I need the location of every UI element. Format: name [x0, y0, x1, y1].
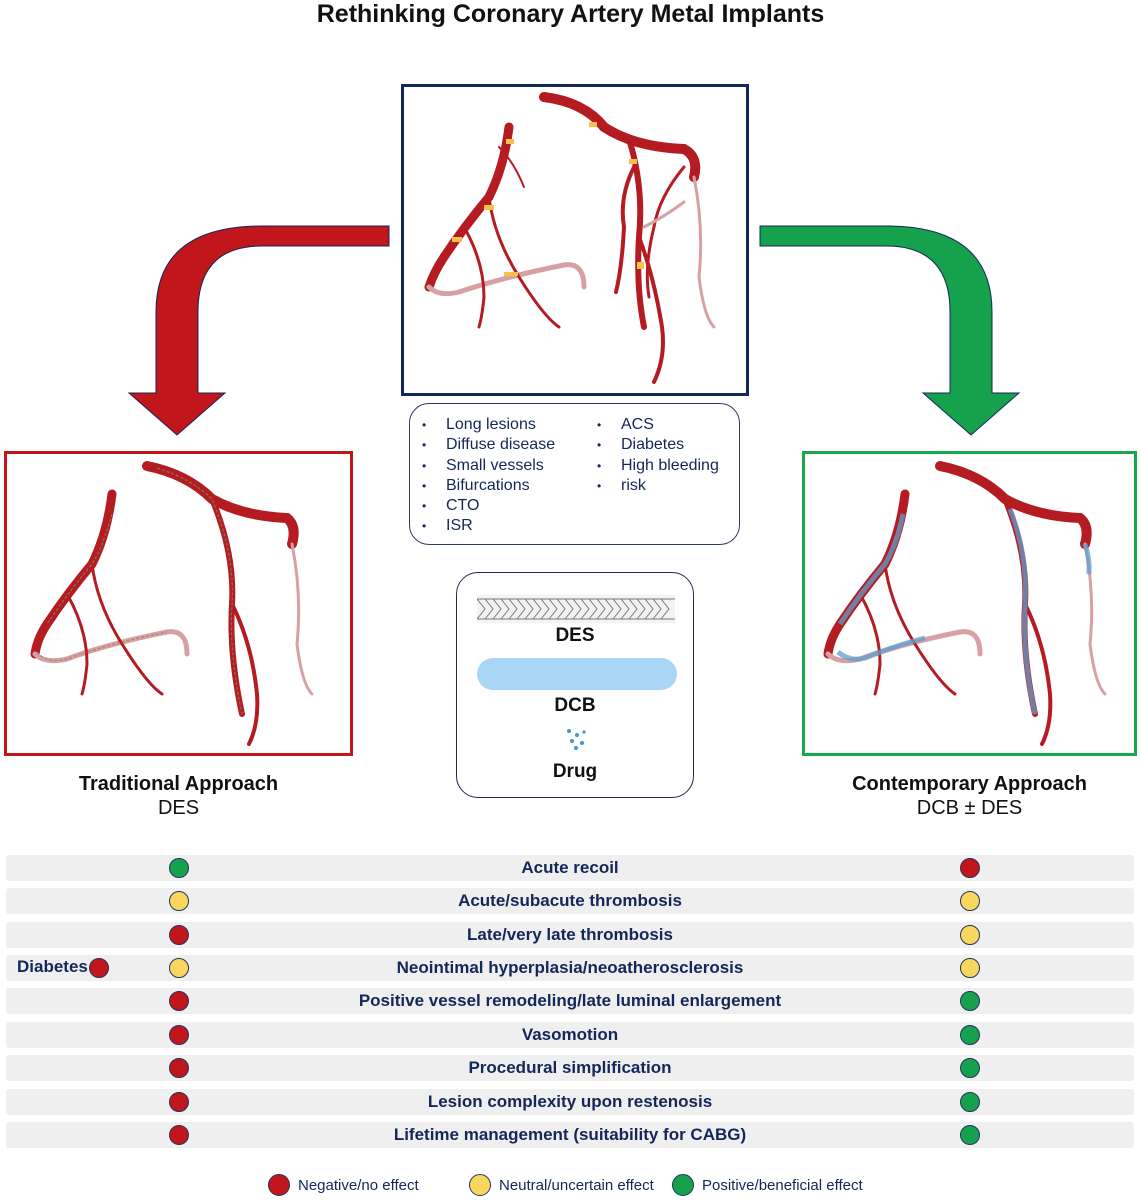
list-item: risk [585, 476, 719, 497]
legend-label: Neutral/uncertain effect [499, 1176, 654, 1194]
list-item: Long lesions [410, 415, 555, 436]
des-label: DES [555, 625, 595, 646]
coronary-tree-dcb-illustration [823, 461, 1107, 746]
left-status-dot [169, 991, 189, 1011]
list-item: Diffuse disease [410, 435, 555, 456]
table-row: Late/very late thrombosis [6, 922, 1134, 948]
lesion-mark [452, 237, 462, 242]
list-item: Small vessels [410, 456, 555, 477]
lesion-mark [629, 159, 637, 164]
row-label: Lifetime management (suitability for CAB… [393, 1125, 747, 1144]
list-item: ACS [585, 415, 719, 436]
row-label: Acute recoil [521, 858, 619, 877]
table-row: Procedural simplification [6, 1055, 1134, 1081]
right-status-dot [960, 1025, 980, 1045]
stent-icon [477, 595, 675, 623]
list-item: High bleeding [585, 456, 719, 477]
left-status-dot [169, 1125, 189, 1145]
left-arrow-icon [127, 225, 390, 436]
table-row: Acute recoil [6, 855, 1134, 881]
right-arrow-icon [759, 225, 1021, 436]
contemporary-approach-label: Contemporary Approach DCB ± DES [802, 772, 1137, 820]
left-status-dot [169, 958, 189, 978]
right-status-dot [960, 991, 980, 1011]
left-status-dot [169, 1058, 189, 1078]
diabetes-side-label: Diabetes [17, 957, 88, 976]
right-status-dot [960, 1058, 980, 1078]
list-item: CTO [410, 496, 555, 517]
legend-yellow-dot [469, 1174, 491, 1196]
table-row: Lifetime management (suitability for CAB… [6, 1122, 1134, 1148]
legend-negative: Negative/no effect [268, 1174, 419, 1196]
row-label: Procedural simplification [468, 1058, 672, 1077]
contemporary-approach-panel [802, 451, 1137, 756]
left-status-dot [169, 858, 189, 878]
legend-red-dot [268, 1174, 290, 1196]
page-title: Rethinking Coronary Artery Metal Implant… [316, 0, 825, 28]
list-item: Bifurcations [410, 476, 555, 497]
table-row: Lesion complexity upon restenosis [6, 1089, 1134, 1115]
indications-list-left: Long lesions Diffuse disease Small vesse… [410, 415, 555, 537]
lesion-mark [484, 205, 494, 210]
traditional-approach-subtitle: DES [157, 797, 200, 819]
right-status-dot [960, 1125, 980, 1145]
row-label: Vasomotion [521, 1025, 619, 1044]
legend-positive: Positive/beneficial effect [672, 1174, 863, 1196]
table-row: Positive vessel remodeling/late luminal … [6, 988, 1134, 1014]
table-row: Acute/subacute thrombosis [6, 888, 1134, 914]
left-status-dot [169, 891, 189, 911]
legend-label: Positive/beneficial effect [702, 1176, 863, 1194]
left-status-dot [169, 1092, 189, 1112]
legend-green-dot [672, 1174, 694, 1196]
traditional-approach-title: Traditional Approach [78, 773, 279, 795]
lesion-mark [506, 139, 514, 144]
legend-label: Negative/no effect [298, 1176, 419, 1194]
lesion-mark [589, 122, 597, 127]
list-item: Diabetes [585, 435, 719, 456]
drug-label: Drug [552, 761, 598, 782]
drug-particles-icon [567, 729, 586, 750]
row-label: Late/very late thrombosis [467, 925, 673, 944]
balloon-icon [477, 658, 677, 690]
device-legend-box: DES DCB Drug [456, 572, 694, 798]
list-item: ISR [410, 516, 555, 537]
left-status-dot [169, 925, 189, 945]
drug-coated-segments [836, 508, 1092, 715]
center-coronary-panel [401, 84, 749, 396]
right-status-dot [960, 891, 980, 911]
lesion-mark [504, 272, 518, 276]
diabetes-status-dot [89, 958, 109, 978]
right-status-dot [960, 958, 980, 978]
dcb-label: DCB [554, 695, 596, 716]
row-label: Positive vessel remodeling/late luminal … [358, 991, 782, 1010]
traditional-approach-panel [4, 451, 353, 756]
flow-arrows [127, 225, 1021, 436]
legend-neutral: Neutral/uncertain effect [469, 1174, 654, 1196]
right-status-dot [960, 858, 980, 878]
indications-box: Long lesions Diffuse disease Small vesse… [409, 403, 740, 545]
traditional-approach-label: Traditional Approach DES [4, 772, 353, 820]
contemporary-approach-title: Contemporary Approach [852, 773, 1087, 795]
stent-overlay [36, 467, 243, 715]
contemporary-approach-subtitle: DCB ± DES [916, 797, 1023, 819]
left-status-dot [169, 1025, 189, 1045]
lesion-mark [637, 262, 644, 269]
coronary-tree-diagnosis-illustration [424, 92, 716, 384]
table-row: Vasomotion [6, 1022, 1134, 1048]
table-row: Diabetes Neointimal hyperplasia/neoather… [6, 955, 1134, 981]
row-label: Lesion complexity upon restenosis [427, 1092, 713, 1111]
row-label: Acute/subacute thrombosis [458, 891, 682, 910]
coronary-tree-des-illustration [30, 461, 314, 746]
right-status-dot [960, 1092, 980, 1112]
indications-list-right: ACS Diabetes High bleeding risk [585, 415, 719, 496]
right-status-dot [960, 925, 980, 945]
row-label: Neointimal hyperplasia/neoatherosclerosi… [396, 958, 744, 977]
